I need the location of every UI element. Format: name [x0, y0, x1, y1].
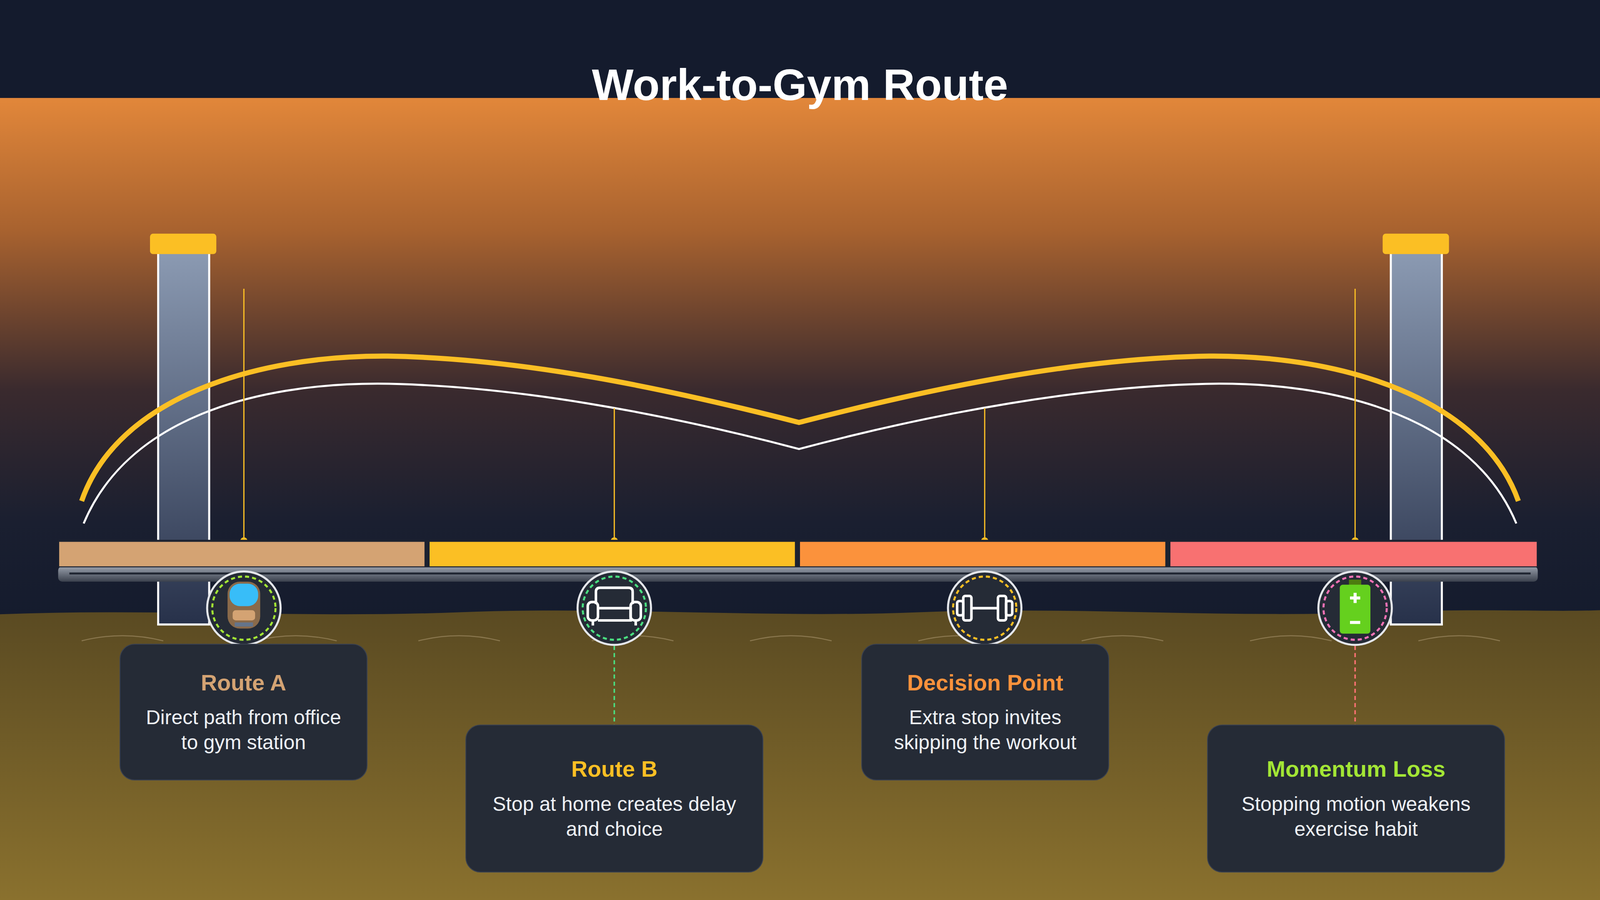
- illustration-part: [1382, 233, 1449, 255]
- ground: [0, 610, 1600, 900]
- illustration-part: [69, 572, 1531, 575]
- illustration-part: [984, 408, 986, 541]
- icon-train: [207, 571, 281, 645]
- illustration-part: [234, 622, 253, 627]
- diagram-title: Work-to-Gym Route: [0, 58, 1600, 112]
- icon-battery: [1318, 571, 1392, 645]
- illustration-part: [243, 288, 245, 541]
- illustration-part: [952, 576, 1017, 640]
- illustration-part: [613, 408, 615, 541]
- illustration-part: [1323, 576, 1387, 640]
- illustration-part: [971, 607, 998, 610]
- illustration-part: [1006, 600, 1013, 615]
- sky: [0, 97, 1600, 629]
- illustration-part: [212, 576, 276, 640]
- illustration-part: [750, 635, 832, 641]
- illustration-part: [150, 233, 217, 255]
- card-body: Stopping motion weakens exercise habit: [1222, 791, 1490, 842]
- deck: [58, 540, 1538, 582]
- illustration-part: [1350, 592, 1360, 623]
- illustration-part: [81, 635, 164, 641]
- illustration-part: [58, 540, 1538, 568]
- card-body: Extra stop invites skipping the workout: [877, 705, 1094, 755]
- hangers: [243, 288, 1355, 541]
- illustration-part: [634, 620, 638, 626]
- illustration-part: [429, 541, 795, 567]
- illustration-part: [577, 571, 651, 645]
- illustration-part: [1318, 571, 1392, 645]
- illustration-part: [207, 571, 281, 645]
- illustration-part: [630, 602, 641, 621]
- illustration-part: [1081, 635, 1164, 641]
- ripples: [81, 635, 1500, 641]
- illustration-part: [418, 635, 500, 641]
- illustration-part: [83, 383, 1517, 524]
- illustration-part: [1170, 541, 1537, 567]
- step-card: Momentum LossStopping motion weakens exe…: [1207, 724, 1505, 873]
- illustration-part: [595, 587, 633, 605]
- icon-dumbbell: [947, 571, 1022, 645]
- icon-couch: [577, 571, 651, 645]
- illustration-part: [227, 581, 260, 629]
- card-body: Direct path from office to gym station: [135, 705, 352, 755]
- illustration-part: [613, 645, 615, 737]
- illustration-part: [582, 576, 646, 640]
- illustration-part: [957, 600, 964, 615]
- illustration-part: [1340, 584, 1371, 634]
- illustration-part: [232, 610, 255, 620]
- illustration-part: [229, 583, 259, 607]
- illustration-part: [591, 620, 595, 626]
- illustration-part: [947, 571, 1022, 645]
- step-card: Decision PointExtra stop invites skippin…: [861, 643, 1110, 781]
- dashed-leaders: [243, 645, 1355, 737]
- step-card: Route B Stop at home creates delay and ch…: [465, 724, 764, 873]
- illustration-part: [1418, 635, 1500, 641]
- illustration-part: [597, 608, 631, 621]
- step-card: Route A Direct path from office to gym st…: [119, 643, 368, 781]
- cables: [81, 356, 1519, 524]
- card-heading: Route A: [200, 669, 287, 697]
- illustration-part: [1250, 635, 1332, 641]
- illustration-part: [81, 356, 1519, 502]
- card-body: Stop at home creates delay and choice: [481, 791, 748, 842]
- card-heading: Momentum Loss: [1266, 755, 1446, 783]
- card-heading: Decision Point: [907, 669, 1064, 697]
- illustration-part: [58, 566, 1538, 582]
- illustration-part: [1354, 288, 1356, 541]
- card-heading: Route B: [571, 755, 658, 783]
- illustration-part: [1354, 645, 1356, 737]
- illustration-part: [587, 602, 598, 621]
- illustration-part: [59, 541, 425, 567]
- illustration-part: [800, 541, 1166, 567]
